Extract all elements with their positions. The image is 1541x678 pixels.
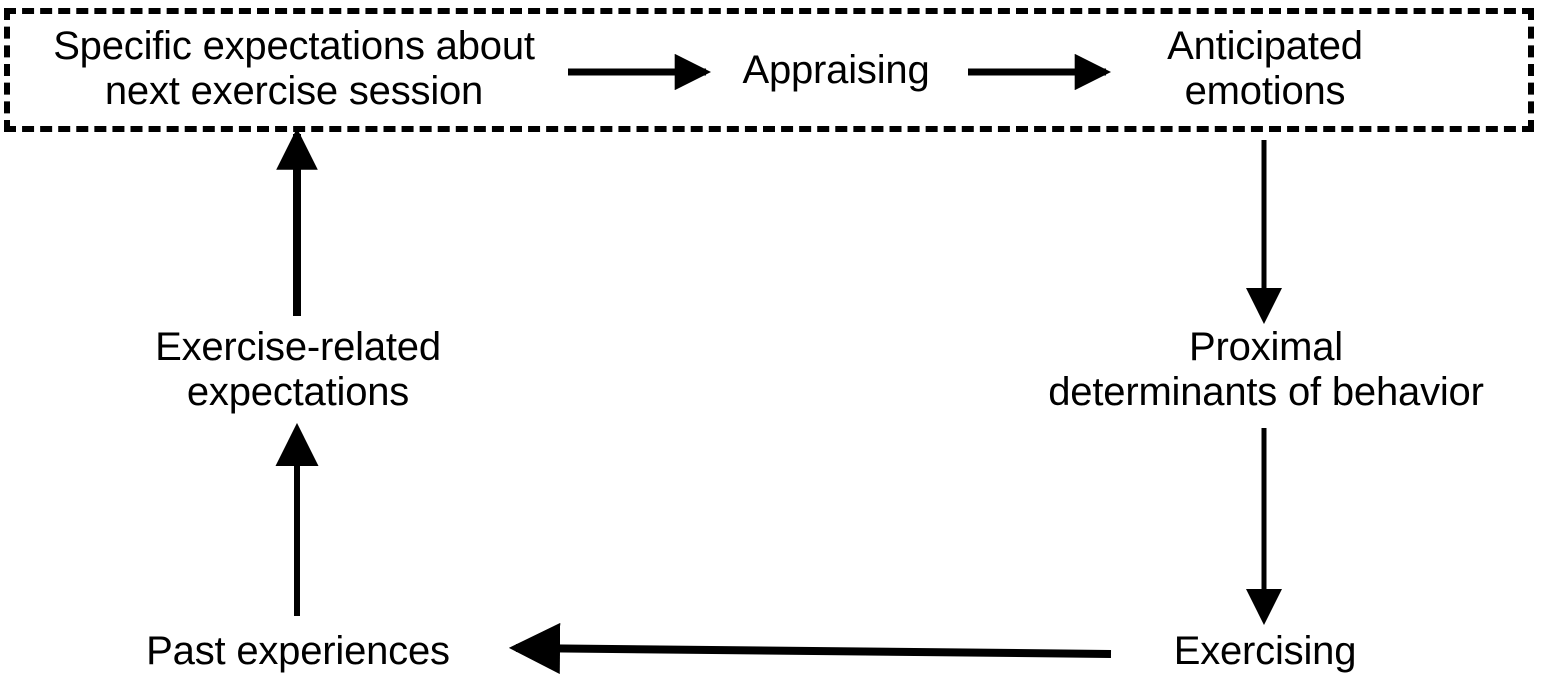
node-exercise-related-expectations: Exercise-related expectations	[155, 325, 441, 414]
node-anticipated-emotions: Anticipated emotions	[1167, 24, 1363, 113]
node-exercising: Exercising	[1173, 629, 1357, 673]
node-past-experiences: Past experiences	[146, 629, 450, 673]
node-proximal-determinants: Proximal determinants of behavior	[1048, 325, 1484, 414]
arrow-exercising-to-past-experiences	[508, 622, 1112, 675]
dashed-group-box	[4, 8, 1534, 132]
node-appraising: Appraising	[742, 48, 930, 92]
node-specific-expectations: Specific expectations about next exercis…	[53, 24, 535, 113]
